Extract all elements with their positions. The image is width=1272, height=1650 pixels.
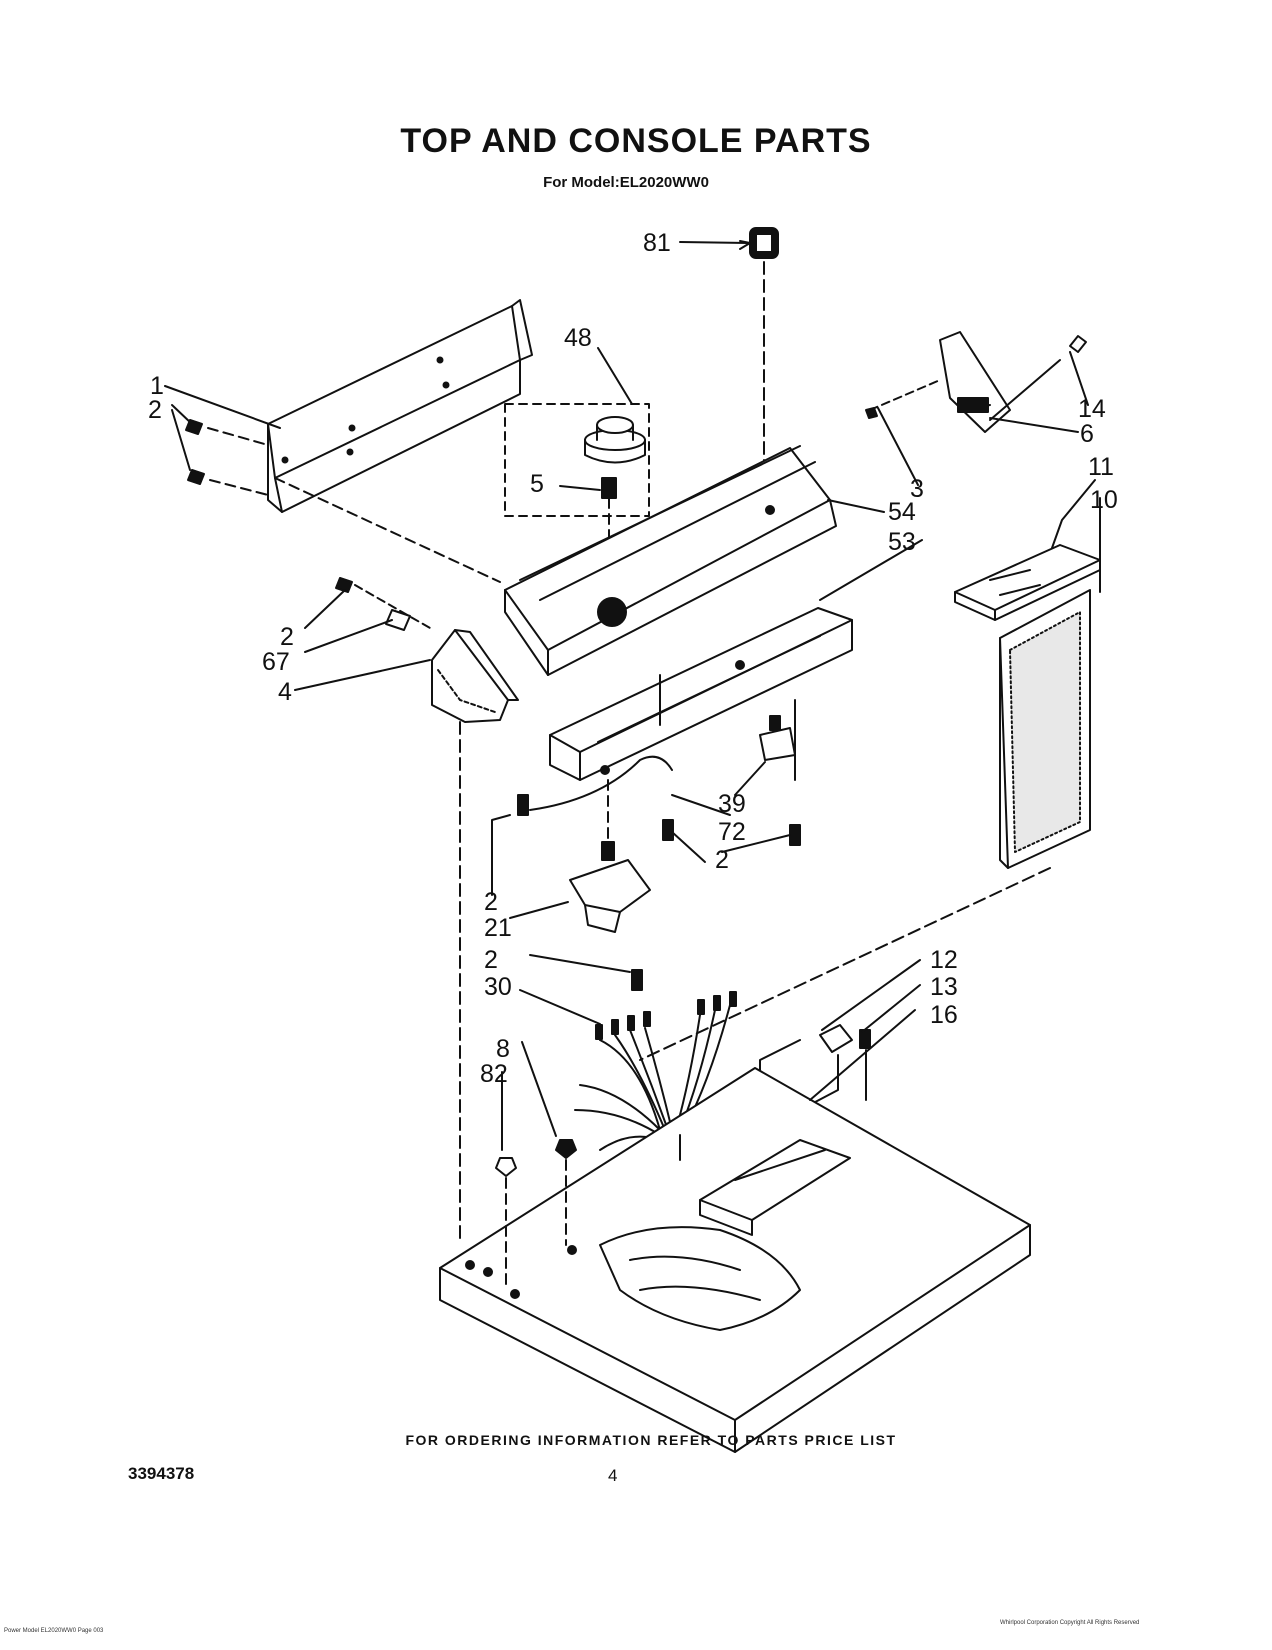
callout-82: 82 [480,1060,508,1088]
lint-screen-part [999,589,1091,869]
clip-part [819,1024,871,1053]
callout-53: 53 [888,528,916,556]
document-number: 3394378 [128,1464,195,1483]
rear-bracket-part [267,299,533,513]
callout-2-b: 2 [280,623,294,651]
fine-print-right: Whirlpool Corporation Copyright All Righ… [1000,1620,1140,1626]
top-knob-part [749,227,779,259]
left-endcap-part [431,629,519,723]
callout-14: 14 [1078,395,1106,423]
callout-67: 67 [262,648,290,676]
callout-13: 13 [930,973,958,1001]
callout-2-d: 2 [484,888,498,916]
ordering-note: FOR ORDERING INFORMATION REFER TO PARTS … [405,1432,897,1448]
dryer-top-panel-part [439,1067,1031,1453]
timer-part [569,841,651,933]
callout-81: 81 [643,229,671,257]
callout-72: 72 [718,818,746,846]
callout-6: 6 [1080,420,1094,448]
console-bracket-part [549,607,853,781]
callout-2-c: 2 [715,846,729,874]
callout-30: 30 [484,973,512,1001]
callout-11: 11 [1088,453,1114,481]
endcap-screw-part [335,577,411,631]
model-subtitle: For Model:EL2020WW0 [543,174,709,191]
callout-54: 54 [888,498,916,526]
page-number: 4 [608,1466,618,1485]
fine-print-left: Power Model EL2020WW0 Page 003 [4,1628,104,1634]
callout-16: 16 [930,1001,958,1029]
callout-39: 39 [718,790,746,818]
callout-12: 12 [930,946,958,974]
callout-10: 10 [1090,486,1118,514]
callout-5: 5 [530,470,544,498]
right-top-bracket-part [939,331,1011,433]
callout-21: 21 [484,914,512,942]
callout-4: 4 [278,678,292,706]
screw-part [185,419,205,485]
wiring-harness-part [574,991,737,1151]
callout-2-a: 2 [148,396,162,424]
callout-8: 8 [496,1035,510,1063]
page-title: TOP AND CONSOLE PARTS [400,122,872,160]
callout-48: 48 [564,324,592,352]
knob-kit-box [504,403,650,517]
knob-part [584,416,646,499]
callout-1: 1 [150,372,164,400]
callout-2-e: 2 [484,946,498,974]
callout-3: 3 [910,475,924,503]
switch-part [759,715,796,761]
